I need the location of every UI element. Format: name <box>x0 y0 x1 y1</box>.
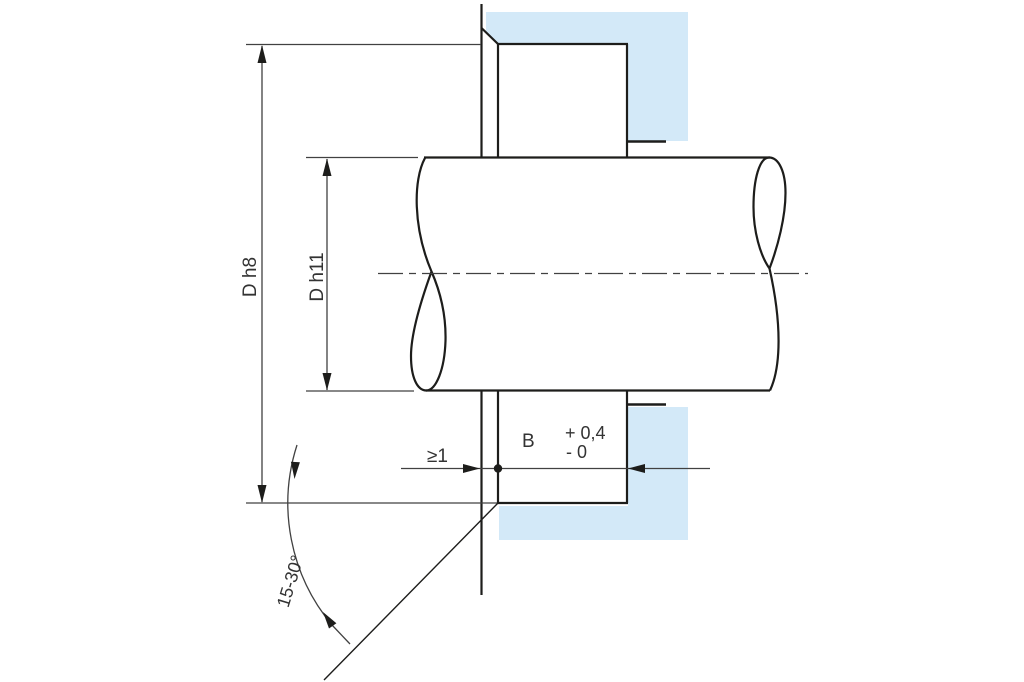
dim-housing-bore: D h8 <box>240 43 497 504</box>
arrowhead-down <box>322 373 332 391</box>
arrowhead-right <box>463 464 480 473</box>
dim-origin-dot <box>493 464 503 473</box>
arrowhead-arc-top <box>290 461 300 479</box>
label-shaft-dia: D h11 <box>307 252 328 301</box>
housing-bottom-block <box>499 407 688 540</box>
housing-top-block <box>486 12 688 141</box>
label-min-gap: ≥1 <box>427 446 448 467</box>
arrowhead-up <box>257 45 267 63</box>
dim-shaft-dia: D h11 <box>306 156 418 392</box>
shaft-break-left <box>409 157 447 392</box>
housing <box>486 12 688 540</box>
dim-chamfer-angle: 15-30° <box>273 444 499 681</box>
arrowhead-arc-bottom <box>323 612 337 629</box>
seal-chamfer-top <box>480 27 499 45</box>
arrowhead-down <box>257 485 267 503</box>
label-tolerance-minus: - 0 <box>566 442 587 462</box>
label-housing-bore-dia: D h8 <box>240 257 261 297</box>
angle-arc-tail <box>331 624 351 645</box>
dim-groove-width: ≥1 B + 0,4 - 0 <box>401 423 710 473</box>
felt-seal-ring <box>480 4 629 595</box>
shaft-break-right <box>752 156 787 391</box>
shaft <box>378 156 808 392</box>
angle-arc <box>287 444 333 626</box>
label-groove-width: B <box>522 431 535 452</box>
label-chamfer-angle: 15-30° <box>273 553 308 610</box>
arrowhead-left <box>628 464 645 473</box>
arrowhead-up <box>322 158 332 176</box>
chamfer-construction-line <box>323 502 499 681</box>
label-tolerance-plus: + 0,4 <box>565 423 606 443</box>
